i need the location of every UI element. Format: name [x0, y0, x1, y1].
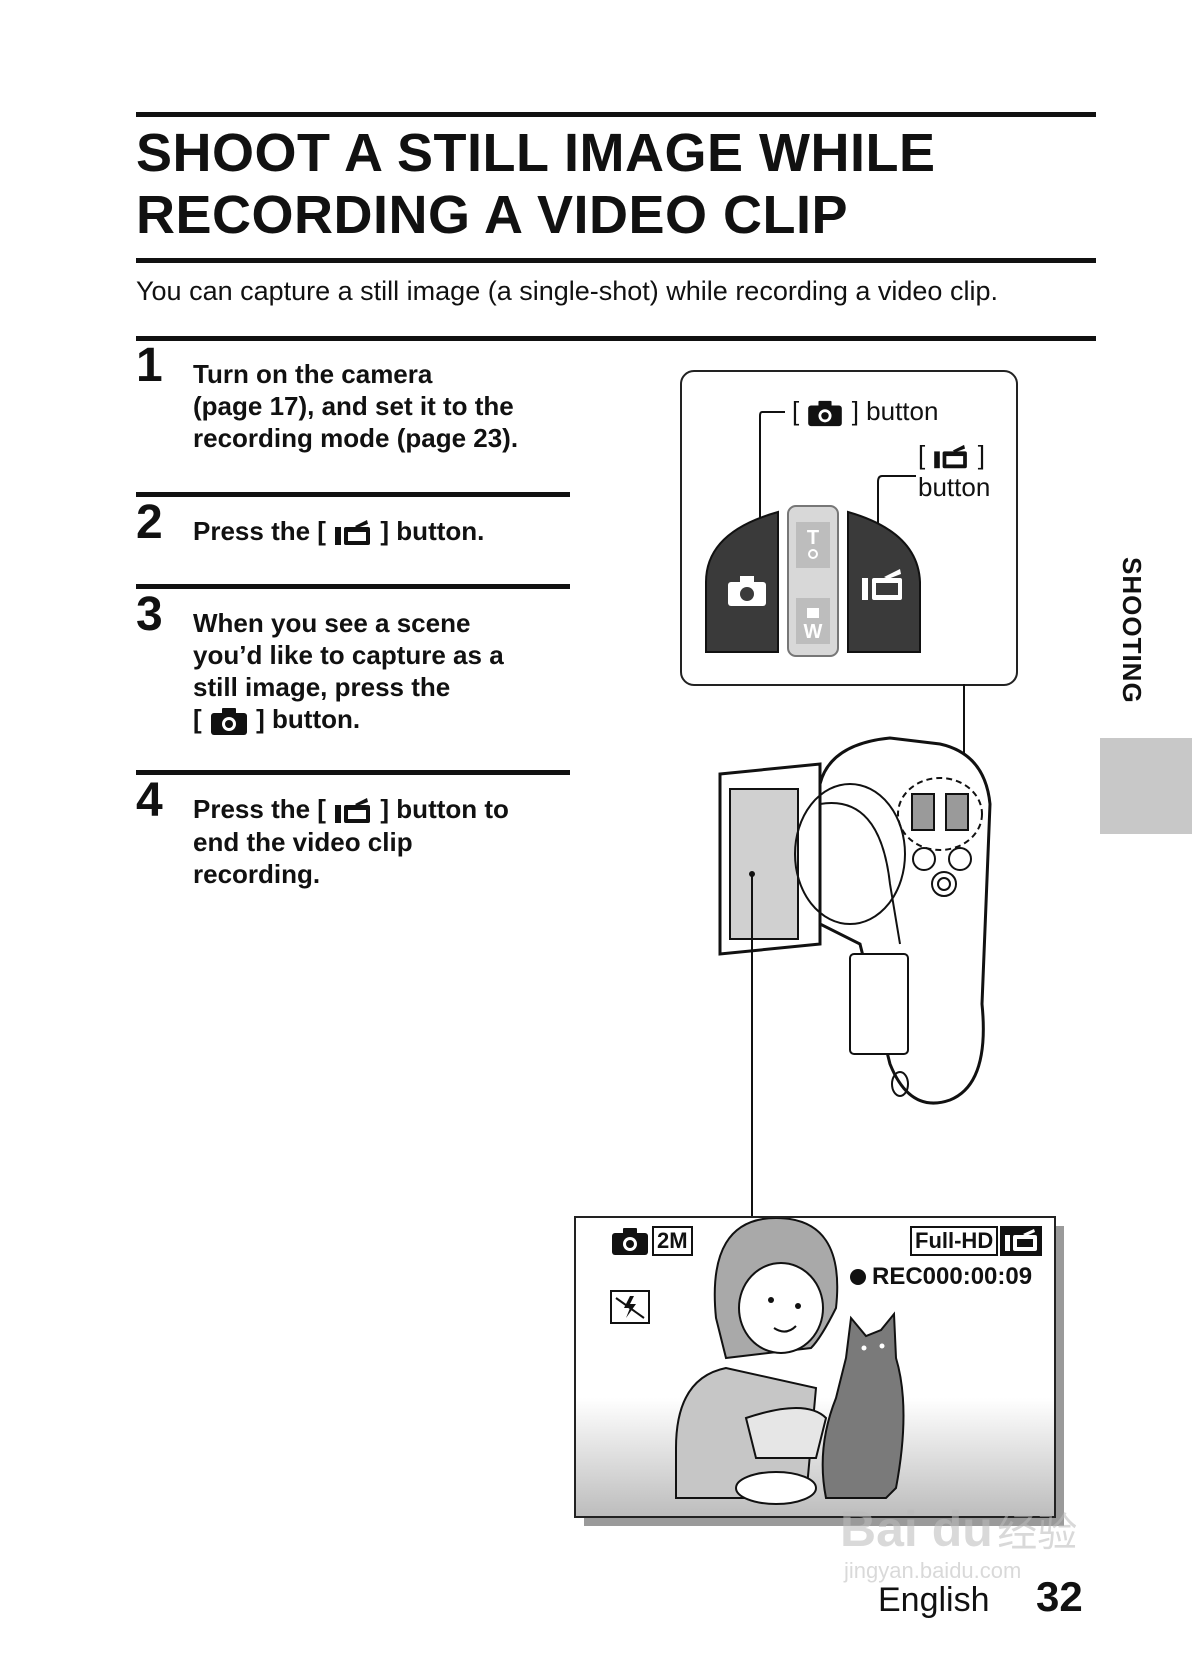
step-line: Press the [ ] button. [193, 515, 573, 548]
step-line: When you see a scene [193, 608, 471, 638]
watermark-url: jingyan.baidu.com [844, 1558, 1022, 1583]
video-camera-icon [934, 444, 968, 469]
image-size-badge: 2M [652, 1226, 693, 1256]
camera-icon [728, 576, 766, 606]
step-text: Press the [ ] button to end the video cl… [193, 793, 573, 890]
button-callout: [ ] button [ ] button [680, 370, 1018, 686]
step-line: recording mode (page 23). [193, 423, 519, 453]
section-tab-marker [1100, 738, 1192, 834]
step-text: Turn on the camera (page 17), and set it… [193, 358, 573, 454]
step-line-start: Press the [ [193, 516, 326, 546]
step-line-start: Press the [ [193, 794, 326, 824]
step-line: end the video clip [193, 827, 413, 858]
step-line: still image, press the [193, 672, 451, 702]
intro-text: You can capture a still image (a single-… [136, 276, 998, 306]
bracket-close: ] [977, 440, 985, 470]
video-button-word: button [918, 472, 991, 502]
cat [821, 1311, 905, 1499]
osd-record-status: REC000:00:09 [850, 1262, 1032, 1292]
page-title: SHOOT A STILL IMAGE WHILE RECORDING A VI… [136, 122, 1096, 246]
step-line: Turn on the camera [193, 359, 433, 389]
step-line-end: ] button. [380, 516, 485, 546]
camera-icon [808, 400, 843, 427]
osd-video-quality: Full-HD [910, 1226, 1043, 1256]
video-camera-icon [335, 798, 371, 824]
watermark-brand: Bai du [840, 1501, 993, 1557]
button-word: ] button [851, 396, 939, 426]
intro-rule [136, 336, 1096, 341]
step-number: 1 [136, 339, 163, 392]
step-line-start: [ [193, 704, 202, 734]
step-line: [ ] button. [193, 703, 573, 736]
top-rule [136, 112, 1096, 117]
osd-photo-size: 2M [610, 1226, 693, 1256]
zoom-tele-label: T [807, 527, 819, 549]
step-line: Press the [ ] button to [193, 793, 573, 826]
title-line-2: RECORDING A VIDEO CLIP [136, 185, 849, 245]
photo-button-label: [ ] button [792, 396, 938, 427]
buttons-highlight [897, 777, 983, 851]
lcd-screen [729, 788, 799, 940]
video-button-label: [ ] [918, 440, 985, 471]
step-number: 4 [136, 774, 163, 827]
lcd-preview: 2M Full-HD REC000:00:09 [574, 1216, 1056, 1518]
scene-illustration [576, 1218, 1054, 1516]
video-camera-icon [862, 569, 902, 600]
step-line: recording. [193, 859, 321, 890]
step-line: (page 17), and set it to the [193, 391, 514, 421]
step-divider [136, 492, 570, 497]
step-3: 3 When you see a scene you’d like to cap… [136, 589, 566, 739]
step-divider [136, 584, 570, 589]
step-2: 2 Press the [ ] button. [136, 497, 566, 577]
zoom-wide-label: W [804, 621, 823, 643]
video-quality-badge: Full-HD [910, 1226, 999, 1256]
record-dot-icon [850, 1269, 866, 1285]
camera-icon [210, 708, 247, 736]
bracket-open: [ [792, 396, 800, 426]
step-line-end: ] button. [256, 704, 361, 734]
step-1: 1 Turn on the camera (page 17), and set … [136, 340, 566, 460]
video-camera-icon [1000, 1226, 1043, 1256]
page-number: 32 [1036, 1573, 1083, 1620]
step-number: 3 [136, 588, 163, 641]
watermark-sub: 经验 [997, 1510, 1078, 1556]
title-line-1: SHOOT A STILL IMAGE WHILE [136, 123, 936, 183]
footer-language: English [878, 1581, 990, 1619]
title-rule [136, 258, 1096, 263]
buttons-closeup: T W [705, 411, 921, 657]
camera-illustration [718, 684, 992, 1216]
step-number: 2 [136, 496, 163, 549]
step-text: Press the [ ] button. [193, 515, 573, 548]
section-tab-label: SHOOTING [1117, 557, 1147, 704]
step-line: you’d like to capture as a [193, 640, 504, 670]
step-4: 4 Press the [ ] button to end the video … [136, 775, 566, 895]
girl-face [738, 1262, 824, 1354]
step-divider [136, 770, 570, 775]
watermark: Bai du 经验 jingyan.baidu.com [840, 1500, 1077, 1584]
camera-icon [612, 1228, 648, 1255]
step-text: When you see a scene you’d like to captu… [193, 607, 573, 736]
bracket-open: [ [918, 440, 926, 470]
step-line-end: ] button to [380, 794, 509, 824]
record-timer: REC000:00:09 [872, 1263, 1033, 1290]
video-camera-icon [335, 520, 371, 546]
flash-off-icon [610, 1290, 650, 1324]
